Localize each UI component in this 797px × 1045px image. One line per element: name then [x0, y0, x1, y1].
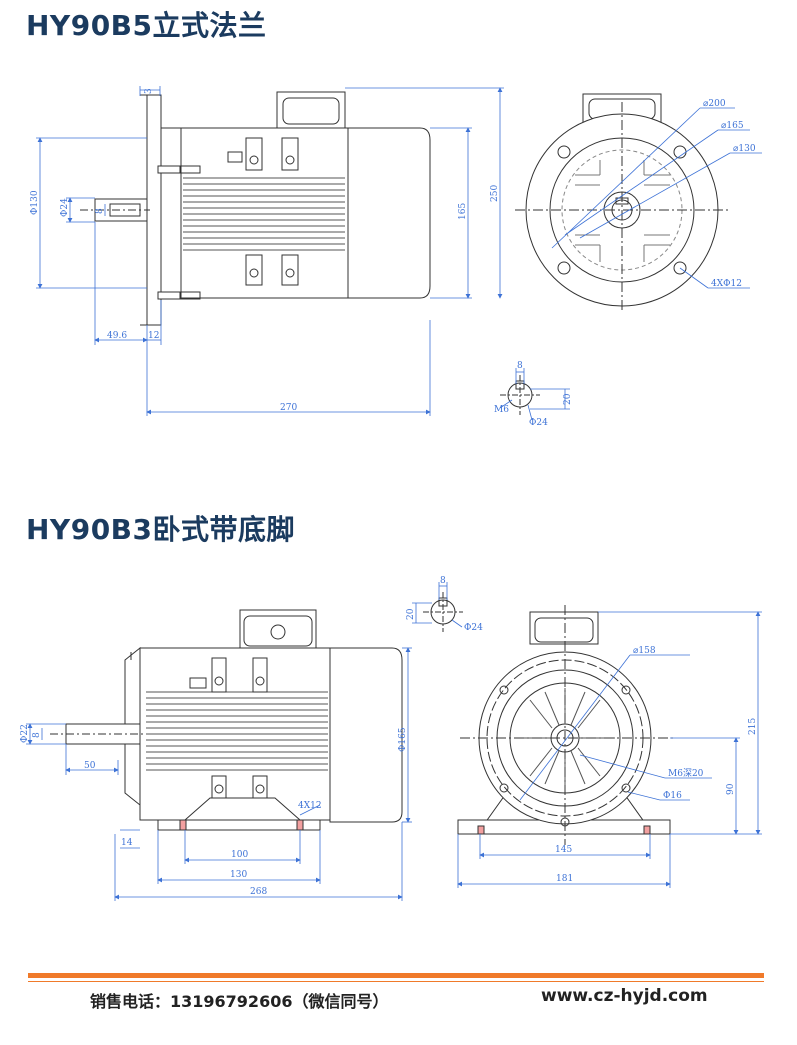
dim-flange-key-24: Φ24 [529, 418, 548, 428]
dim-foot-l14: 14 [121, 838, 133, 848]
dim-flange-h165: 165 [458, 203, 468, 220]
dim-flange-s8: 8 [95, 208, 105, 214]
dim-flange-d130: Φ130 [30, 190, 40, 215]
dim-foot-d165: Φ165 [398, 727, 408, 752]
footer-website[interactable]: www.cz-hyjd.com [541, 986, 708, 1006]
foot-end-view [457, 605, 675, 845]
foot-side-dimension-lines [26, 647, 412, 901]
dim-foot-l50: 50 [84, 761, 96, 771]
dim-flange-s3: 3 [144, 88, 154, 94]
foot-end-dimension-labels: ⌀158 M6深20 Φ16 215 90 145 181 [555, 646, 758, 884]
dim-flange-holes: 4XΦ12 [711, 279, 742, 289]
dim-foot-c158: ⌀158 [633, 646, 656, 656]
dim-flange-c200: ⌀200 [703, 99, 726, 109]
flange-end-labels: ⌀200 ⌀165 ⌀130 4XΦ12 [703, 99, 756, 289]
dim-foot-d22: Φ22 [20, 724, 30, 743]
dim-foot-s8: 8 [32, 732, 42, 738]
dim-flange-h250: 250 [490, 185, 500, 202]
footer-phone: 销售电话：13196792606（微信同号） [90, 992, 389, 1011]
flange-end-view [515, 93, 730, 312]
dim-flange-key-m6: M6 [494, 405, 509, 415]
dim-foot-h90: 90 [726, 783, 736, 795]
section-title-flange: HY90B5立式法兰 [26, 9, 267, 42]
dim-foot-l268: 268 [250, 887, 267, 897]
dim-foot-l130: 130 [230, 870, 247, 880]
dim-flange-key-8: 8 [517, 361, 523, 371]
dim-foot-w181: 181 [556, 874, 573, 884]
dim-foot-key-8: 8 [440, 576, 446, 586]
foot-side-view [50, 609, 403, 831]
dim-foot-key-24: Φ24 [464, 623, 483, 633]
dim-flange-l270: 270 [280, 403, 297, 413]
section-title-foot: HY90B3卧式带底脚 [26, 513, 295, 546]
dim-foot-holes: 4X12 [298, 801, 322, 811]
dim-flange-l12: 12 [148, 331, 159, 341]
foot-side-dimension-labels: Φ22 8 50 Φ165 4X12 14 100 130 268 [20, 724, 408, 897]
flange-dimension-labels: Φ130 Φ24 8 3 165 250 49.6 12 270 [30, 88, 500, 413]
dim-flange-c130: ⌀130 [733, 144, 756, 154]
flange-dimension-lines [36, 86, 504, 416]
dim-flange-l49-6: 49.6 [107, 331, 127, 341]
flange-side-view [80, 91, 431, 326]
dim-foot-h215: 215 [748, 718, 758, 735]
flange-keyway-detail [500, 375, 540, 415]
footer-divider [28, 973, 764, 978]
dim-flange-c165: ⌀165 [721, 121, 744, 131]
dim-flange-key-20: 20 [563, 393, 573, 405]
foot-keyway-detail [423, 592, 463, 632]
dim-foot-m6: M6深20 [668, 768, 704, 779]
foot-end-dimension-lines [457, 611, 762, 888]
flange-end-leaders [551, 107, 762, 289]
dim-foot-l100: 100 [231, 850, 248, 860]
dim-foot-key-20: 20 [406, 608, 416, 620]
dim-flange-d24: Φ24 [60, 198, 70, 217]
footer-divider-thin [28, 981, 764, 982]
dim-foot-d16: Φ16 [663, 791, 682, 801]
dim-foot-w145: 145 [555, 845, 572, 855]
